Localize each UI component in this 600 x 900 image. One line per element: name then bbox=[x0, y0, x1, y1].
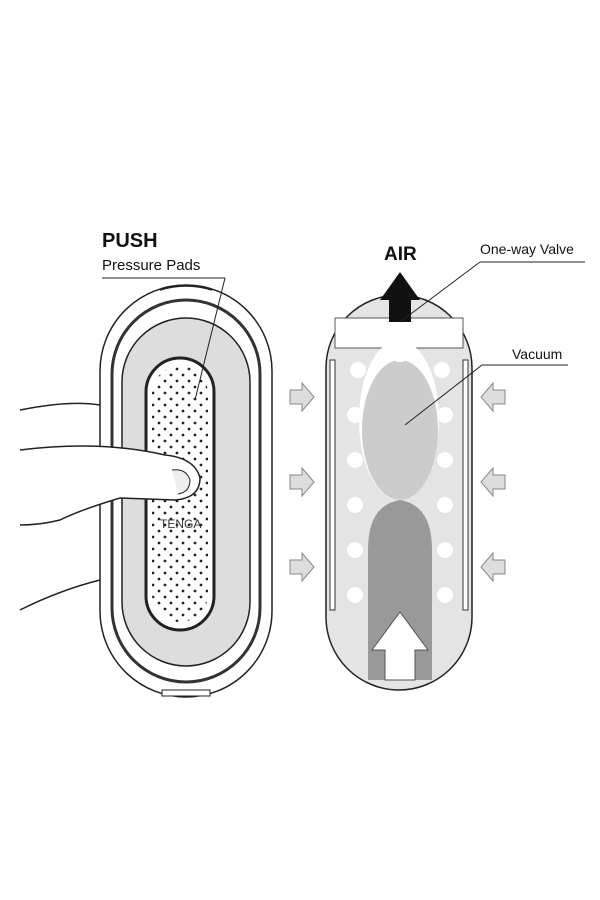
arrow-right-icon bbox=[289, 381, 315, 413]
pressure-pads-label: Pressure Pads bbox=[102, 257, 201, 274]
air-label: AIR bbox=[384, 244, 417, 265]
arrow-left-icon bbox=[480, 381, 506, 413]
arrow-left-icon bbox=[480, 551, 506, 583]
pressure-arrows bbox=[289, 381, 506, 583]
finger bbox=[19, 402, 201, 611]
air-inflow-arrow-icon bbox=[371, 611, 429, 681]
push-heading: PUSH bbox=[102, 230, 158, 252]
tenga-logo: TENGA bbox=[160, 517, 201, 531]
arrow-left-icon bbox=[480, 466, 506, 498]
arrow-right-icon bbox=[289, 551, 315, 583]
one-way-valve-label: One-way Valve bbox=[480, 241, 574, 257]
air-out-arrow-icon bbox=[380, 272, 420, 322]
vacuum-label: Vacuum bbox=[512, 346, 563, 362]
device-cross-section bbox=[325, 272, 473, 691]
arrow-right-icon bbox=[289, 466, 315, 498]
